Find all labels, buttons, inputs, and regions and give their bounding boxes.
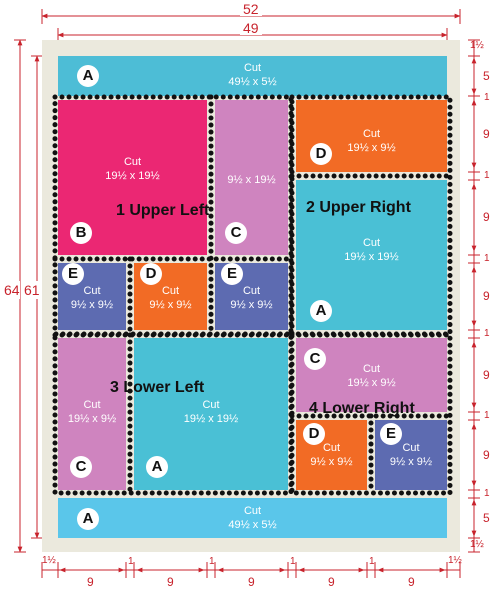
right-dim-1: 5 — [483, 69, 490, 83]
right-dim-13: 5 — [483, 511, 490, 525]
badge-b: B — [70, 222, 92, 244]
right-dim-7: 9 — [483, 289, 490, 303]
badge-e-lower-right: E — [380, 423, 402, 445]
badge-a-upper-right: A — [310, 300, 332, 322]
badge-c-lower-right: C — [304, 348, 326, 370]
right-dim-10: 1 — [484, 410, 490, 421]
badge-d-upper-left: D — [140, 263, 162, 285]
piece-c-lower-left — [58, 338, 126, 490]
right-dim-6: 1 — [484, 253, 490, 264]
bottom-dim-0: 1½ — [42, 555, 56, 566]
outer-width-label: 52 — [240, 2, 262, 16]
inner-height-label: 61 — [24, 281, 40, 299]
right-ticks — [468, 39, 480, 553]
badge-a-bottom: A — [77, 508, 99, 530]
bottom-dim-10: 1½ — [448, 555, 462, 566]
bottom-dim-3: 9 — [167, 575, 174, 589]
quadrant-label-2: 2 Upper Right — [306, 199, 411, 216]
right-dim-8: 1 — [484, 328, 490, 339]
quadrant-label-3: 3 Lower Left — [110, 379, 205, 396]
badge-e-2: E — [221, 263, 243, 285]
badge-c-lower-left: C — [70, 456, 92, 478]
right-dim-4: 1 — [484, 170, 490, 181]
right-dim-14: 1½ — [470, 539, 484, 550]
right-dim-2: 1 — [484, 92, 490, 103]
outer-height-label: 64 — [4, 281, 20, 299]
bottom-ticks — [41, 562, 461, 578]
bottom-dim-5: 9 — [248, 575, 255, 589]
quadrant-2-outline — [289, 94, 453, 337]
right-dim-0: 1½ — [470, 40, 484, 51]
right-dim-5: 9 — [483, 210, 490, 224]
badge-d-upper-right: D — [310, 143, 332, 165]
badge-d-lower-right: D — [303, 423, 325, 445]
badge-a-top: A — [77, 65, 99, 87]
piece-a-bottom — [58, 498, 447, 538]
bottom-dim-2: 1 — [128, 556, 134, 567]
bottom-dim-6: 1 — [290, 556, 296, 567]
quadrant-label-4: 4 Lower Right — [309, 400, 415, 417]
right-dim-11: 9 — [483, 448, 490, 462]
cut-label-c-upper: 9½ x 19½ — [227, 174, 276, 186]
right-dim-3: 9 — [483, 127, 490, 141]
badge-e-1: E — [62, 263, 84, 285]
right-dim-9: 9 — [483, 368, 490, 382]
bottom-dim-4: 1 — [209, 556, 215, 567]
piece-a-top — [58, 56, 447, 96]
right-dim-12: 1 — [484, 488, 490, 499]
badge-a-lower-left: A — [146, 456, 168, 478]
bottom-dim-9: 9 — [408, 575, 415, 589]
bottom-dim-1: 9 — [87, 575, 94, 589]
quadrant-label-1: 1 Upper Left — [116, 202, 210, 219]
bottom-dim-8: 1 — [369, 556, 375, 567]
inner-width-label: 49 — [240, 21, 262, 35]
badge-c-upper: C — [225, 222, 247, 244]
bottom-dim-7: 9 — [328, 575, 335, 589]
